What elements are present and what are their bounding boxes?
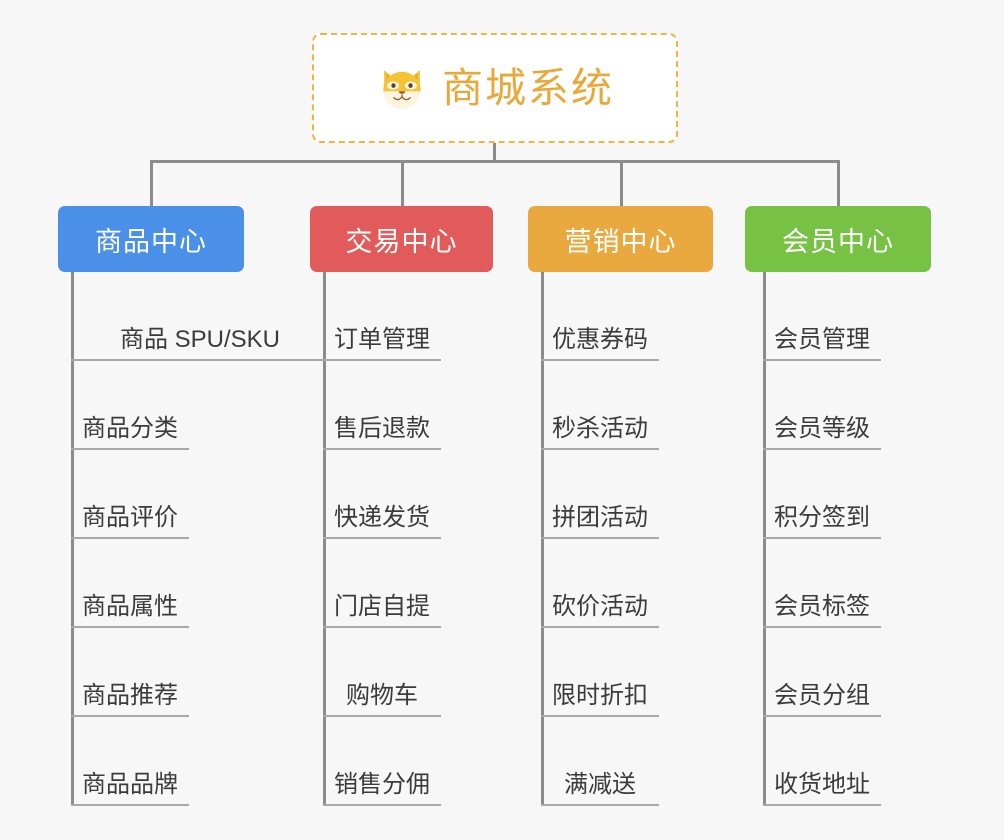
- leaf-label: 会员分组: [774, 681, 870, 709]
- leaf-node[interactable]: 售后退款: [323, 361, 441, 450]
- leaf-column-营销中心: 优惠券码秒杀活动拼团活动砍价活动限时折扣满减送: [541, 272, 701, 806]
- leaf-column-会员中心: 会员管理会员等级积分签到会员标签会员分组收货地址: [763, 272, 923, 806]
- leaf-node[interactable]: 拼团活动: [541, 450, 659, 539]
- leaf-label: 快递发货: [334, 503, 430, 531]
- leaf-node[interactable]: 收货地址: [763, 717, 881, 806]
- leaf-node[interactable]: 满减送: [541, 717, 659, 806]
- leaf-node[interactable]: 会员管理: [763, 272, 881, 361]
- leaf-node[interactable]: 订单管理: [323, 272, 441, 361]
- leaf-label: 商品分类: [82, 414, 178, 442]
- leaf-label: 商品属性: [82, 592, 178, 620]
- branch-label: 商品中心: [95, 226, 207, 257]
- branch-drop-connector: [619, 160, 623, 206]
- leaf-label: 商品 SPU/SKU: [119, 325, 281, 353]
- leaf-node[interactable]: 商品品牌: [71, 717, 189, 806]
- leaf-node[interactable]: 商品属性: [71, 539, 189, 628]
- leaf-node[interactable]: 优惠券码: [541, 272, 659, 361]
- branch-label: 会员中心: [782, 226, 894, 257]
- leaf-label: 收货地址: [774, 770, 870, 798]
- leaf-node[interactable]: 销售分佣: [323, 717, 441, 806]
- branch-label: 交易中心: [345, 226, 458, 257]
- leaf-node[interactable]: 会员等级: [763, 361, 881, 450]
- leaf-node[interactable]: 购物车: [323, 628, 441, 717]
- leaf-node[interactable]: 快递发货: [323, 450, 441, 539]
- root-node-商城系统[interactable]: 商城系统: [312, 33, 678, 143]
- branch-drop-connector: [150, 160, 153, 206]
- leaf-node[interactable]: 会员分组: [763, 628, 881, 717]
- branch-drop-connector: [837, 160, 840, 206]
- leaf-node[interactable]: 限时折扣: [541, 628, 659, 717]
- leaf-node[interactable]: 秒杀活动: [541, 361, 659, 450]
- branch-node-交易中心[interactable]: 交易中心: [310, 206, 493, 272]
- branch-node-营销中心[interactable]: 营销中心: [528, 206, 713, 272]
- leaf-label: 满减送: [564, 770, 636, 798]
- leaf-label: 售后退款: [334, 414, 430, 442]
- leaf-label: 订单管理: [334, 325, 430, 353]
- leaf-column-交易中心: 订单管理售后退款快递发货门店自提购物车销售分佣: [323, 272, 483, 806]
- trunk-rail-connector: [150, 160, 838, 163]
- leaf-node[interactable]: 门店自提: [323, 539, 441, 628]
- branch-node-会员中心[interactable]: 会员中心: [745, 206, 931, 272]
- leaf-node[interactable]: 积分签到: [763, 450, 881, 539]
- leaf-label: 拼团活动: [552, 503, 648, 531]
- leaf-label: 优惠券码: [552, 325, 648, 353]
- leaf-spine-connector: [763, 272, 766, 806]
- leaf-label: 限时折扣: [552, 681, 648, 709]
- leaf-label: 商品评价: [82, 503, 178, 531]
- leaf-label: 秒杀活动: [552, 414, 648, 442]
- leaf-label: 砍价活动: [552, 592, 648, 620]
- leaf-column-商品中心: 商品 SPU/SKU 商品分类商品评价商品属性商品推荐商品品牌: [71, 272, 329, 806]
- branch-node-商品中心[interactable]: 商品中心: [58, 206, 244, 272]
- leaf-node[interactable]: 商品分类: [71, 361, 189, 450]
- leaf-label: 会员标签: [774, 592, 870, 620]
- leaf-label: 会员等级: [774, 414, 870, 442]
- leaf-node[interactable]: 会员标签: [763, 539, 881, 628]
- leaf-node[interactable]: 商品 SPU/SKU: [71, 272, 329, 361]
- branch-drop-connector: [400, 160, 404, 206]
- leaf-label: 积分签到: [774, 503, 870, 531]
- leaf-label: 商品推荐: [82, 681, 178, 709]
- leaf-node[interactable]: 商品推荐: [71, 628, 189, 717]
- leaf-label: 购物车: [346, 681, 418, 709]
- leaf-label: 门店自提: [334, 592, 430, 620]
- leaf-label: 销售分佣: [334, 770, 430, 798]
- leaf-node[interactable]: 商品评价: [71, 450, 189, 539]
- leaf-label: 会员管理: [774, 325, 870, 353]
- leaf-spine-connector: [71, 272, 74, 806]
- root-title: 商城系统: [442, 64, 614, 111]
- leaf-node[interactable]: 砍价活动: [541, 539, 659, 628]
- leaf-label: 商品品牌: [82, 770, 178, 798]
- leaf-spine-connector: [323, 272, 326, 806]
- trunk-stem-connector: [493, 143, 496, 162]
- shiba-dog-face-icon: [383, 70, 421, 110]
- leaf-spine-connector: [541, 272, 544, 806]
- branch-label: 营销中心: [564, 226, 677, 257]
